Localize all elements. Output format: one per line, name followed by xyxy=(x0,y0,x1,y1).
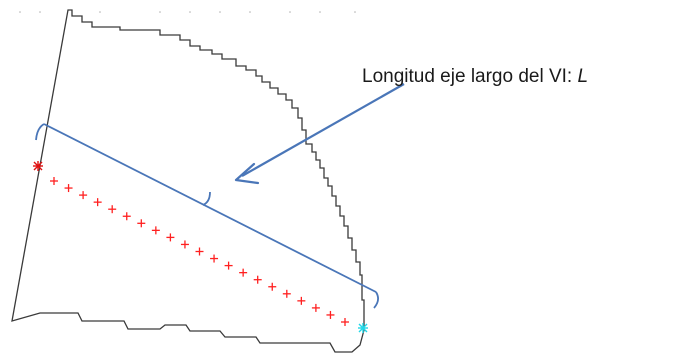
axis-point xyxy=(224,261,233,270)
axis-point xyxy=(282,289,291,298)
bracket-mid xyxy=(202,191,211,206)
bracket-bottom xyxy=(373,291,379,309)
axis-point xyxy=(108,205,117,214)
annotation-arrow xyxy=(234,83,405,185)
axis-point xyxy=(166,233,175,242)
axis-point xyxy=(137,219,146,228)
axis-point xyxy=(210,254,219,263)
ventricle-outline xyxy=(11,9,365,353)
axis-point xyxy=(151,226,160,235)
axis-point xyxy=(268,282,277,291)
axis-point xyxy=(93,198,102,207)
long-axis-measure xyxy=(35,123,379,309)
axis-point xyxy=(64,184,73,193)
axis-points xyxy=(50,177,349,326)
axis-point xyxy=(311,303,320,312)
axis-point xyxy=(326,310,335,319)
long-axis-variable: L xyxy=(577,66,589,87)
axis-point xyxy=(253,275,262,284)
axis-point xyxy=(50,177,58,185)
long-axis-label: Longitud eje largo del VI: L xyxy=(362,66,588,88)
axis-point xyxy=(341,318,349,326)
axis-point xyxy=(122,212,131,221)
axis-point xyxy=(79,191,88,200)
axis-point xyxy=(297,296,306,305)
bracket-top xyxy=(35,123,45,141)
apex-marker xyxy=(33,161,43,171)
axis-point xyxy=(180,240,189,249)
base-marker xyxy=(358,323,368,333)
top-dots xyxy=(19,11,356,13)
axis-point xyxy=(195,247,204,256)
axis-point xyxy=(239,268,248,277)
long-axis-label-text: Longitud eje largo del VI: xyxy=(362,66,578,87)
